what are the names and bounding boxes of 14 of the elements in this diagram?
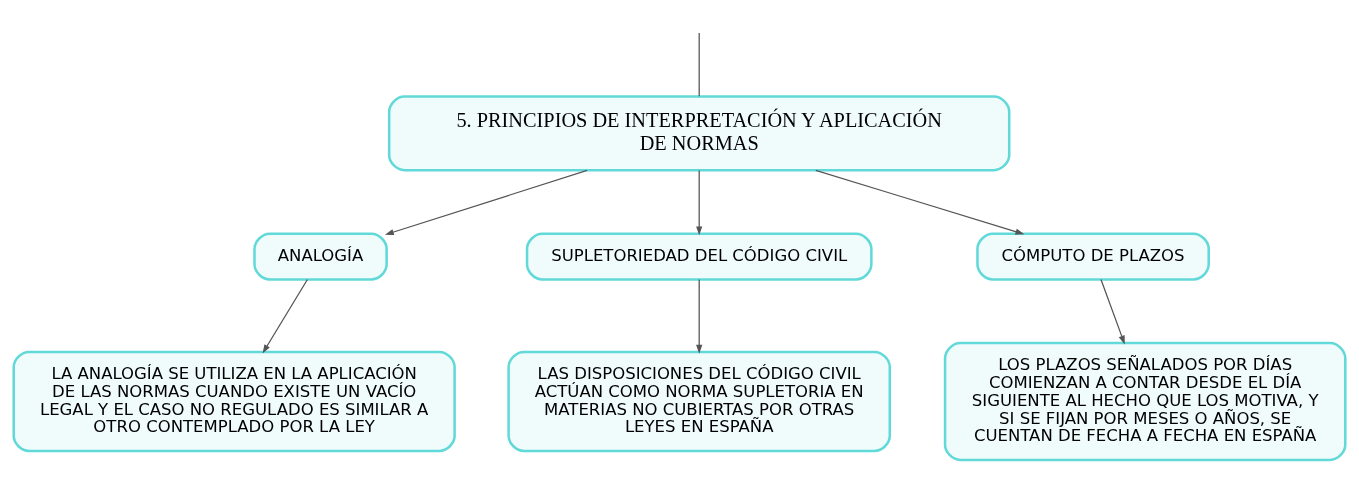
arrow (815, 169, 1025, 235)
node-box: LOS PLAZOS SEÑALADOS POR DÍAS COMIENZAN A CONTAR DESDE EL DÍA SIGUIENTE AL HECHO QUE LOS MOTIVA, Y SI SE FIJAN POR MESES O AÑOS, SE CUENTAN DE FECHA A FECHA EN ESPAÑA (943, 341, 1347, 462)
arrow (384, 169, 588, 236)
arrow (1100, 278, 1125, 345)
arrow (696, 278, 703, 354)
connector (698, 32, 700, 97)
node-box: SUPLETORIEDAD DEL CÓDIGO CIVIL (525, 232, 873, 281)
node-box: LA ANALOGÍA SE UTILIZA EN LA APLICACIÓN DE LAS NORMAS CUANDO EXISTE UN VACÍO LEGAL Y EL CASO NO REGULADO ES SIMILAR A OTRO CONTEMPLADO POR LA LEY (12, 350, 456, 453)
arrow (696, 169, 703, 236)
arrow (262, 278, 309, 354)
node-box: ANALOGÍA (253, 232, 388, 281)
node-box: 5. PRINCIPIOS DE INTERPRETACIÓN Y APLICACIÓN DE NORMAS (387, 95, 1011, 172)
node-box: CÓMPUTO DE PLAZOS (976, 232, 1210, 281)
node-box: LAS DISPOSICIONES DEL CÓDIGO CIVIL ACTÚAN COMO NORMA SUPLETORIA EN MATERIAS NO CUBIERTAS POR OTRAS LEYES EN ESPAÑA (507, 350, 892, 453)
